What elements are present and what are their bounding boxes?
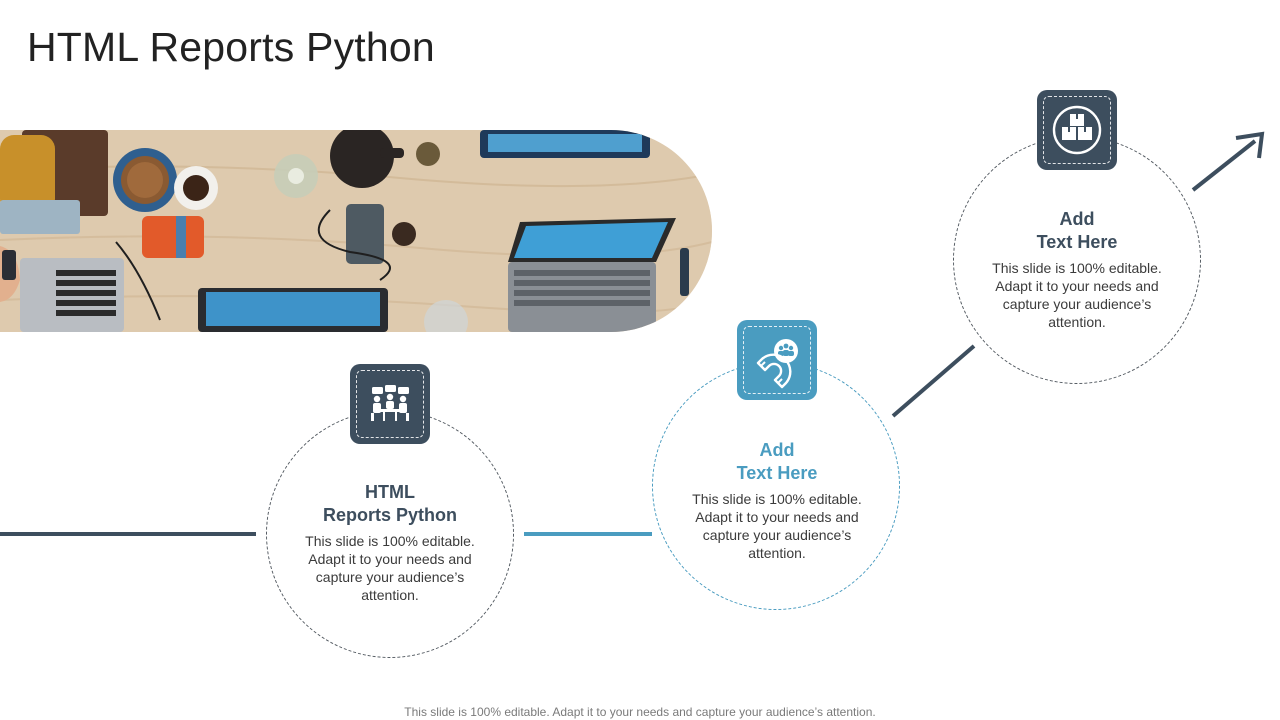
step-1-text: HTML Reports Python This slide is 100% e… bbox=[290, 481, 490, 604]
step-2-circle bbox=[652, 362, 900, 610]
step-1-badge bbox=[350, 364, 430, 444]
magnet-users-icon bbox=[756, 339, 798, 389]
step-3-title: Add Text Here bbox=[1036, 209, 1118, 252]
step-3-circle bbox=[953, 136, 1201, 384]
connector-line-middle bbox=[524, 532, 652, 536]
step-1-title: HTML Reports Python bbox=[322, 482, 457, 525]
step-1-circle bbox=[266, 410, 514, 658]
connector-line-left bbox=[0, 532, 256, 536]
footer-note: This slide is 100% editable. Adapt it to… bbox=[404, 705, 876, 719]
step-2-title: Add Text Here bbox=[736, 440, 818, 483]
meeting-people-icon bbox=[371, 385, 409, 421]
step-2-body: This slide is 100% editable. Adapt it to… bbox=[692, 491, 862, 561]
step-3-text: Add Text Here This slide is 100% editabl… bbox=[977, 208, 1177, 331]
step-3-body: This slide is 100% editable. Adapt it to… bbox=[992, 260, 1162, 330]
step-2-text: Add Text Here This slide is 100% editabl… bbox=[677, 439, 877, 562]
step-3-badge bbox=[1037, 90, 1117, 170]
boxes-icon bbox=[1052, 105, 1102, 155]
desk-photo bbox=[0, 130, 712, 332]
slide-title: HTML Reports Python bbox=[27, 24, 435, 70]
step-2-badge bbox=[737, 320, 817, 400]
step-1-body: This slide is 100% editable. Adapt it to… bbox=[305, 533, 475, 603]
